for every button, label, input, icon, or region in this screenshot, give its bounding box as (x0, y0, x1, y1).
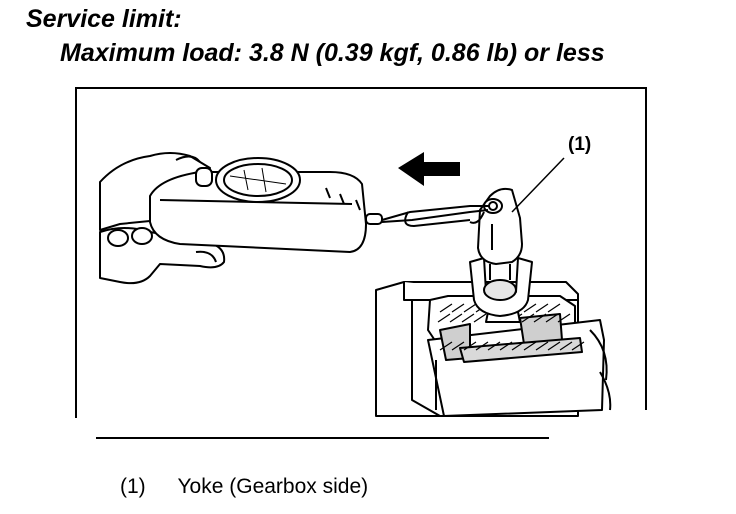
yoke-icon (469, 187, 533, 323)
service-limit-heading: Service limit: (26, 5, 182, 33)
legend-item-label: Yoke (Gearbox side) (177, 475, 369, 498)
legend-divider (96, 437, 549, 439)
legend-item-number: (1) (120, 475, 146, 498)
spring-scale-icon (149, 157, 383, 253)
maximum-load-spec: Maximum load: 3.8 N (0.39 kgf, 0.86 lb) … (60, 39, 605, 67)
pull-direction-arrow-icon (398, 152, 460, 186)
figure-frame (75, 87, 647, 418)
hook-cord (381, 205, 490, 228)
callout-label: (1) (568, 134, 591, 155)
legend: (1) Yoke (Gearbox side) (120, 474, 368, 500)
callout-leader (511, 157, 565, 213)
